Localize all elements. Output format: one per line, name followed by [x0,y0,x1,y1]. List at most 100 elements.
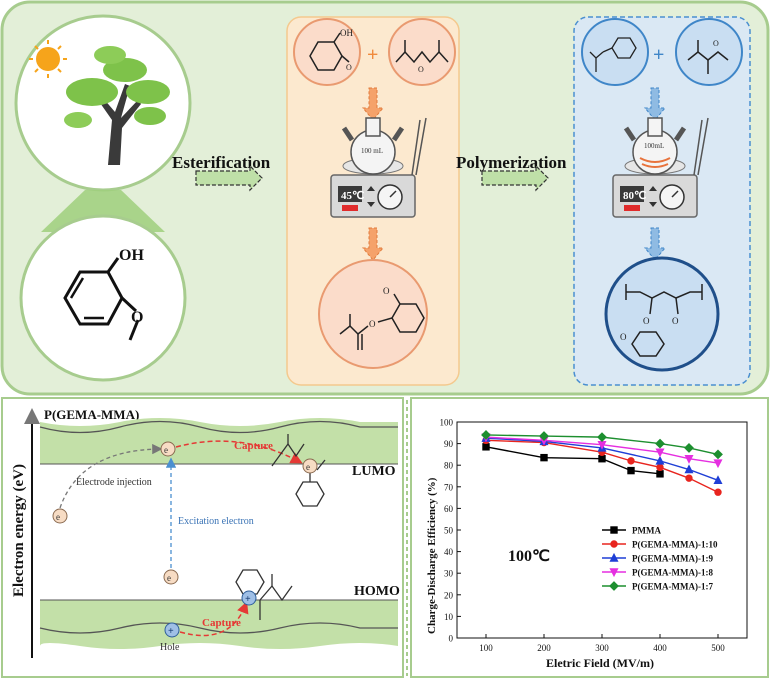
series-line [485,434,719,456]
legend-label: P(GEMA-MMA)-1:8 [632,568,713,578]
gema-monomer-reactant [581,18,649,86]
excited-electron: e [163,569,179,585]
svg-text:e: e [167,573,171,583]
svg-text:+: + [245,594,251,605]
svg-text:OH: OH [340,28,353,38]
electrode-injection-arrow [59,443,163,509]
legend-label: P(GEMA-MMA)-1:7 [632,582,713,592]
methacrylic-anhydride-reactant: O [388,18,456,86]
electrode-injection-label: Electrode injection [76,477,152,488]
svg-text:100mL: 100mL [644,142,664,150]
esterification-label: Esterification [172,153,271,172]
data-point [656,470,664,478]
reaction-flask-2: 80℃ 100mL [612,117,709,218]
data-point [656,463,664,472]
series-layer [481,430,723,496]
legend-item: P(GEMA-MMA)-1:8 [602,568,713,578]
legend-item: P(GEMA-MMA)-1:10 [602,540,718,550]
legend: PMMA P(GEMA-MMA)-1:10P(GEMA-MMA)-1:9P(GEM… [602,526,718,592]
svg-text:O: O [369,319,376,329]
svg-text:O: O [643,316,650,326]
legend-marker [609,552,619,562]
homo-label: HOMO [354,584,400,599]
guaiacol-structure: OH O [19,214,187,382]
down-arrow-2 [361,227,385,261]
svg-text:O: O [620,332,627,342]
svg-text:e: e [164,445,168,455]
plus-sign-1: + [367,44,378,66]
legend-item: P(GEMA-MMA)-1:7 [602,581,713,592]
x-tick-label: 500 [711,643,725,653]
y-tick-label: 50 [444,526,454,536]
x-tick-label: 400 [653,643,667,653]
hole: + [164,622,180,638]
data-point [655,455,665,465]
y-tick-label: 80 [444,461,454,471]
top-panel: OH O Esterification OH O + [0,0,770,396]
sun-icon [29,40,67,78]
legend-item: P(GEMA-MMA)-1:9 [602,552,713,564]
x-tick-label: 300 [595,643,609,653]
temperature-annotation: 100℃ [508,548,550,565]
energy-diagram: Electron energy (eV) P(GEMA-MMA) LUMO HO… [1,397,404,678]
svg-text:O: O [713,39,719,48]
legend-marker [609,568,619,578]
legend-label: P(GEMA-MMA)-1:10 [632,540,718,550]
svg-text:+: + [168,626,174,637]
y-tick-label: 60 [444,504,454,514]
esterification-arrow [195,164,263,192]
trapped-electron-lumo: e [160,441,176,457]
guaiacol-oh-label: OH [119,247,144,264]
tree-icon [64,46,170,165]
svg-text:e: e [306,462,310,472]
polymerization-label: Polymerization [456,153,567,172]
svg-text:e: e [56,512,60,522]
down-arrow-1 [361,87,385,121]
data-point [684,464,694,474]
down-arrow-3 [643,87,667,121]
y-tick-label: 20 [444,590,454,600]
y-tick-label: 0 [449,634,454,644]
capture-arrow-top [175,440,303,464]
legend-marker [610,540,618,548]
series-4 [481,430,723,460]
y-tick-label: 40 [444,547,454,557]
svg-text:O: O [383,286,390,296]
gema-product: O O [318,259,428,369]
trapping-molecule-top: e [271,434,326,507]
data-point [481,430,491,440]
data-point [655,448,665,458]
data-point [713,449,723,460]
capture-label-top: Capture [234,440,273,452]
svg-text:O: O [672,316,679,326]
esterification-panel: OH O + O 45℃ [286,16,460,386]
svg-text:45℃: 45℃ [341,190,364,202]
data-point [482,443,490,451]
data-point [684,455,694,464]
series-2 [481,433,723,485]
hole-label: Hole [160,642,180,653]
lumo-label: LUMO [352,464,396,479]
injected-electron: e [52,508,68,524]
excitation-label: Excitation electron [178,516,254,527]
y-axis-label: Charge-Discharge Efficiency (%) [426,477,438,634]
polymerization-panel: + O 80℃ [573,16,751,386]
capture-label-bottom: Capture [202,617,241,629]
data-point [655,438,665,449]
legend-marker [609,581,619,591]
legend-label: PMMA [632,526,661,536]
y-tick-label: 10 [444,612,454,622]
data-point [539,431,549,441]
y-tick-label: 70 [444,482,454,492]
svg-text:O: O [131,309,143,326]
guaiacol-reactant: OH O [293,18,361,86]
homo-band [40,600,398,649]
plus-sign-2: + [653,44,664,66]
data-point [713,459,723,469]
x-axis-label: Eletric Field (MV/m) [546,656,654,670]
trapping-molecule-bottom: + [235,569,293,620]
data-point [540,453,548,462]
